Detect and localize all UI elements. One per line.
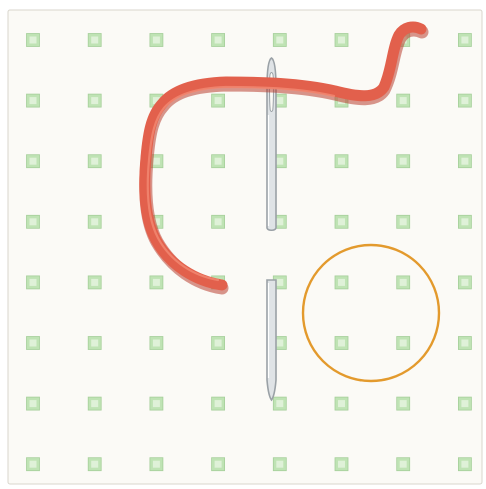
grid-hole-center (461, 400, 468, 407)
grid-hole-center (215, 97, 222, 104)
grid-hole-center (338, 158, 345, 165)
grid-hole-center (276, 218, 283, 225)
grid-hole-center (461, 218, 468, 225)
grid-hole-center (153, 461, 160, 468)
grid-hole-center (91, 37, 98, 44)
grid-hole-center (30, 218, 37, 225)
grid-hole-center (30, 37, 37, 44)
grid-hole-center (276, 37, 283, 44)
grid-hole-center (461, 461, 468, 468)
grid-hole-center (461, 37, 468, 44)
grid-hole-center (91, 158, 98, 165)
grid-hole-center (276, 158, 283, 165)
grid-hole-center (30, 279, 37, 286)
grid-hole-center (276, 461, 283, 468)
grid-hole-center (461, 97, 468, 104)
grid-hole-center (215, 400, 222, 407)
grid-hole-center (91, 97, 98, 104)
grid-hole-center (276, 400, 283, 407)
grid-hole-center (215, 218, 222, 225)
grid-hole-center (338, 400, 345, 407)
grid-hole-center (400, 158, 407, 165)
grid-hole-center (30, 400, 37, 407)
grid-hole-center (400, 97, 407, 104)
grid-hole-center (215, 461, 222, 468)
grid-hole-center (153, 37, 160, 44)
grid-hole-center (30, 461, 37, 468)
grid-hole-center (30, 158, 37, 165)
grid-hole-center (461, 340, 468, 347)
grid-hole-center (400, 218, 407, 225)
grid-hole-center (153, 158, 160, 165)
grid-hole-center (91, 279, 98, 286)
grid-hole-center (91, 340, 98, 347)
grid-hole-center (215, 37, 222, 44)
grid-hole-center (276, 97, 283, 104)
grid-hole-center (91, 218, 98, 225)
grid-hole-center (91, 400, 98, 407)
grid-hole-center (30, 340, 37, 347)
needle (267, 58, 276, 400)
grid-hole-center (215, 340, 222, 347)
grid-hole-center (338, 218, 345, 225)
grid-hole-center (400, 279, 407, 286)
grid-hole-center (338, 461, 345, 468)
grid-hole-center (338, 279, 345, 286)
grid-hole-center (215, 158, 222, 165)
grid-hole-center (400, 340, 407, 347)
grid-hole-center (338, 340, 345, 347)
grid-hole-center (338, 37, 345, 44)
grid-hole-center (276, 279, 283, 286)
grid-hole-center (400, 400, 407, 407)
grid-hole-center (153, 279, 160, 286)
grid-hole-center (461, 158, 468, 165)
grid-hole-center (30, 97, 37, 104)
grid-hole-center (153, 400, 160, 407)
grid-hole-center (276, 340, 283, 347)
grid-hole-center (153, 340, 160, 347)
grid-hole-center (461, 279, 468, 286)
grid-hole-center (400, 461, 407, 468)
grid-hole-center (91, 461, 98, 468)
